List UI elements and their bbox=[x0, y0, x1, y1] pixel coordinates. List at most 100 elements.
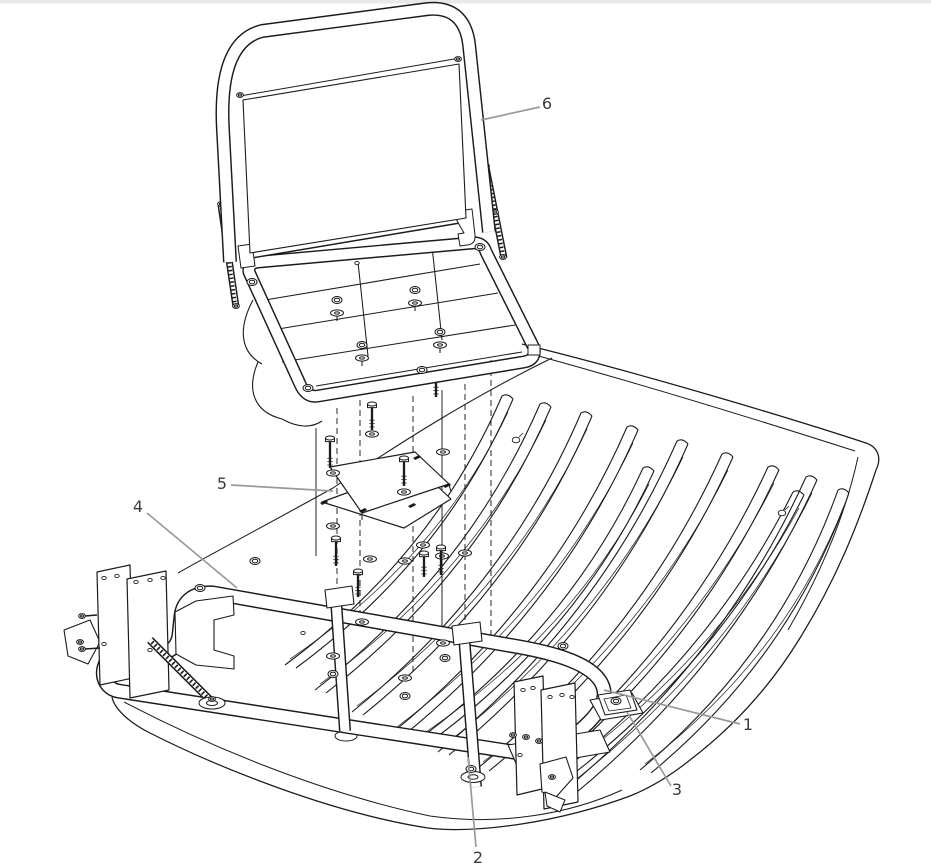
callout-4-label: 4 bbox=[133, 497, 143, 516]
fastener-hardware-path bbox=[462, 551, 468, 555]
seat-assembly-path bbox=[411, 287, 419, 293]
left-mount-brackets-path bbox=[147, 647, 153, 653]
left-mount-brackets-path bbox=[101, 641, 107, 647]
fastener-hardware-path bbox=[419, 550, 429, 556]
left-mount-brackets-path bbox=[84, 647, 101, 650]
left-mount-brackets-path bbox=[101, 575, 107, 581]
callout-2-leader bbox=[467, 756, 477, 848]
fastener-hardware-path bbox=[367, 401, 377, 407]
support-frame-path bbox=[359, 620, 365, 624]
fastener-hardware-path bbox=[367, 557, 373, 561]
hull-shell-path bbox=[351, 412, 582, 713]
hull-shell-path bbox=[518, 432, 524, 438]
seat-assembly-path bbox=[242, 63, 467, 254]
seat-assembly-path bbox=[242, 299, 263, 365]
hull-shell-path bbox=[521, 343, 880, 471]
page-edge-strip bbox=[0, 0, 931, 4]
hull-shell-path bbox=[539, 402, 552, 408]
seat-assembly-path bbox=[357, 261, 369, 357]
support-frame-path bbox=[451, 621, 483, 646]
hull-shell-path bbox=[564, 492, 813, 789]
seat-assembly-path bbox=[237, 93, 243, 97]
hull-shell-path bbox=[391, 426, 628, 734]
callout-3-label: 3 bbox=[672, 780, 682, 799]
hull-shell-path bbox=[721, 452, 734, 458]
callout-5-leader bbox=[230, 484, 334, 492]
seat-assembly-path bbox=[281, 418, 323, 427]
right-mount-brackets-path bbox=[510, 733, 516, 737]
hull-shell-path bbox=[396, 442, 634, 728]
mounting-plate-path bbox=[413, 455, 422, 460]
seat-assembly-path bbox=[476, 244, 484, 250]
right-mount-brackets-path bbox=[549, 775, 555, 779]
support-frame-path bbox=[401, 693, 409, 699]
hull-shell-path bbox=[356, 428, 588, 707]
left-mount-brackets-path bbox=[77, 640, 83, 644]
fastener-hardware-path bbox=[402, 559, 408, 563]
right-mount-brackets-path bbox=[559, 692, 565, 698]
fastener-hardware-path bbox=[420, 543, 426, 547]
fastener-hardware-path bbox=[330, 524, 336, 528]
seat-assembly bbox=[215, 1, 541, 427]
hull-shell-path bbox=[534, 354, 856, 452]
hull-shell-path bbox=[559, 476, 807, 795]
seat-assembly-path bbox=[252, 361, 283, 420]
hull-shell-path bbox=[437, 440, 678, 753]
mounting-plate-path bbox=[408, 503, 417, 508]
seat-assembly-path bbox=[264, 263, 481, 301]
mounting-plate bbox=[320, 451, 452, 529]
right-mount-brackets-path bbox=[569, 694, 575, 700]
hull-shell-path bbox=[511, 436, 521, 444]
right-mount-brackets-path bbox=[603, 694, 632, 712]
seat-assembly-path bbox=[248, 279, 256, 285]
seat-assembly-path bbox=[418, 367, 426, 373]
seat-assembly-path bbox=[334, 311, 340, 315]
left-mount-brackets-path bbox=[126, 570, 170, 699]
support-frame-path bbox=[251, 558, 259, 564]
support-frame-path bbox=[330, 654, 336, 658]
right-mount-brackets-path bbox=[612, 698, 620, 704]
seat-assembly-path bbox=[246, 217, 462, 259]
right-mount-brackets-path bbox=[536, 739, 542, 743]
fastener-hardware-path bbox=[331, 535, 341, 541]
seat-assembly-path bbox=[239, 57, 461, 97]
callout-6-label: 6 bbox=[542, 94, 552, 113]
callout-6-leader bbox=[480, 106, 541, 121]
fastener-hardware-path bbox=[353, 568, 363, 574]
left-mount-brackets-path bbox=[79, 647, 85, 651]
hull-shell-path bbox=[676, 439, 689, 445]
hull-shell-path bbox=[314, 403, 541, 691]
fastener-hardware-path bbox=[330, 471, 336, 475]
right-mount-brackets-path bbox=[539, 756, 574, 798]
hull-shell-path bbox=[177, 357, 553, 574]
seat-assembly-path bbox=[354, 260, 360, 266]
seat-assembly-path bbox=[304, 385, 312, 391]
mounting-plate-path bbox=[443, 483, 452, 488]
right-mount-brackets-path bbox=[520, 687, 526, 693]
hull-shell-path bbox=[111, 696, 631, 831]
hull-shell-path bbox=[639, 489, 839, 771]
hull-shell-path bbox=[837, 488, 850, 494]
hull-shell-path bbox=[629, 469, 877, 797]
right-mount-brackets-path bbox=[517, 752, 523, 758]
support-frame-path bbox=[331, 599, 350, 732]
left-mount-brackets-path bbox=[147, 577, 153, 583]
hull-shell-path bbox=[501, 394, 514, 400]
mounting-plate-path bbox=[359, 508, 368, 513]
hull-shell-path bbox=[319, 419, 547, 685]
hull-shell-path bbox=[580, 411, 593, 417]
fastener-hardware-path bbox=[369, 432, 375, 436]
seat-assembly-path bbox=[358, 342, 366, 348]
left-mount-brackets-path bbox=[150, 640, 210, 700]
seat-assembly-path bbox=[359, 356, 365, 360]
support-frame-path bbox=[402, 676, 408, 680]
seat-assembly-path bbox=[437, 343, 443, 347]
hull-shell-path bbox=[792, 490, 805, 496]
seat-assembly-path bbox=[500, 255, 506, 259]
support-frame-path bbox=[196, 585, 204, 591]
left-mount-brackets-path bbox=[79, 614, 85, 618]
left-mount-brackets-path bbox=[133, 579, 139, 585]
fastener-hardware-path bbox=[399, 455, 409, 461]
support-frame-path bbox=[324, 585, 355, 609]
